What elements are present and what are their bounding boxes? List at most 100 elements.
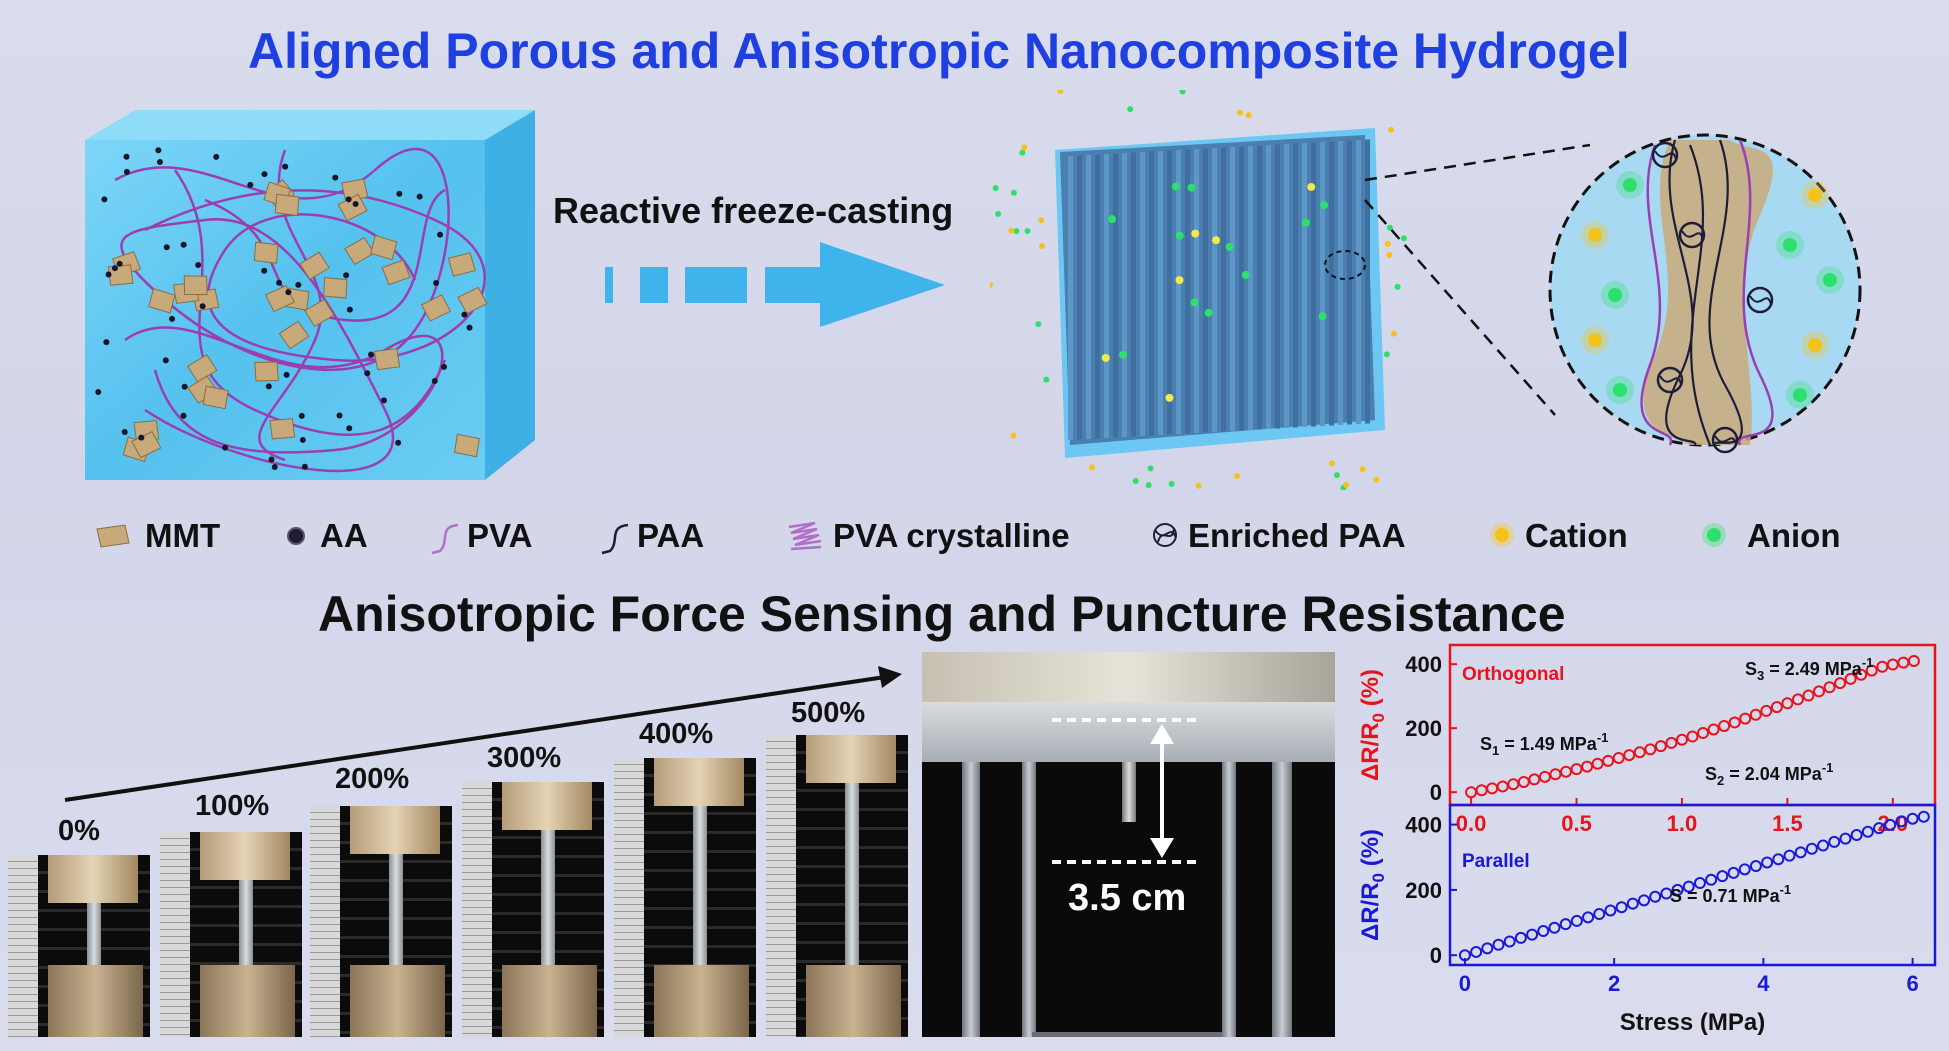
- data-point: [1716, 870, 1729, 883]
- data-point: [1675, 733, 1688, 746]
- series-label: Orthogonal: [1462, 664, 1564, 685]
- y-tick-label: 0: [1430, 780, 1442, 805]
- x-tick-label: 0: [1459, 971, 1471, 996]
- x-tick-label: 6: [1906, 971, 1918, 996]
- mmt-flake: [337, 193, 368, 222]
- data-point: [1582, 911, 1595, 924]
- data-point: [1517, 775, 1530, 788]
- aa-dot: [299, 436, 306, 443]
- pva-network: [114, 147, 486, 473]
- top-plate: [922, 702, 1335, 762]
- anion-dot: [995, 210, 1002, 217]
- data-point: [1850, 829, 1863, 842]
- series-label: Parallel: [1462, 851, 1530, 872]
- anion-dot: [1187, 183, 1196, 192]
- aa-dot: [352, 200, 359, 207]
- data-point: [1626, 897, 1639, 910]
- aligned-pore: [1248, 146, 1253, 430]
- mmt-flake: [373, 348, 401, 371]
- hydrogel-strip: [541, 830, 555, 965]
- strain-label: 200%: [335, 763, 410, 795]
- data-point: [1897, 656, 1910, 669]
- anion-dot: [1024, 228, 1031, 235]
- y-tick-label: 200: [1405, 878, 1442, 903]
- aa-dot: [332, 174, 339, 181]
- aligned-pore: [1104, 154, 1109, 438]
- aa-dot: [461, 311, 468, 318]
- aligned-pore: [1365, 139, 1370, 424]
- anion-dot: [1608, 288, 1622, 302]
- cation-dot: [1234, 472, 1241, 479]
- data-point: [1623, 749, 1636, 762]
- legend-label-paa: PAA: [637, 517, 705, 554]
- cation-dot: [1390, 330, 1397, 337]
- data-point: [1917, 810, 1930, 823]
- aa-dot: [95, 389, 102, 396]
- aligned-pore: [1275, 144, 1280, 429]
- data-point: [1671, 883, 1684, 896]
- data-point: [1855, 668, 1868, 681]
- plot-frame: [1448, 803, 1937, 967]
- puncture-test-photo: 3.5 cm: [922, 652, 1335, 1037]
- cation-dot: [1008, 227, 1015, 234]
- aa-dot: [343, 272, 350, 279]
- aa-dot: [181, 383, 188, 390]
- hydrogel-strip: [389, 854, 403, 965]
- sensitivity-annotation: S3 = 2.49 MPa-1: [1745, 655, 1873, 683]
- anion-dot: [1241, 270, 1250, 279]
- data-point: [1570, 914, 1583, 927]
- data-point: [1581, 760, 1594, 773]
- data-point: [1884, 818, 1897, 831]
- cation-dot: [1038, 217, 1045, 224]
- freeze-casting-arrow: [605, 242, 945, 327]
- aa-dot: [261, 171, 268, 178]
- aa-dot: [283, 371, 290, 378]
- aligned-pore: [1068, 156, 1073, 440]
- data-point: [1760, 704, 1773, 717]
- data-point: [1633, 746, 1646, 759]
- aligned-pore: [1266, 145, 1271, 429]
- data-point: [1693, 877, 1706, 890]
- strain-label: 0%: [58, 815, 100, 847]
- data-point: [1538, 770, 1551, 783]
- aa-dot: [195, 262, 202, 269]
- data-point: [1604, 904, 1617, 917]
- data-point: [1507, 778, 1520, 791]
- cation-dot: [1329, 460, 1336, 467]
- aligned-pore: [1221, 147, 1226, 432]
- cation-dot: [1588, 228, 1602, 242]
- anion-dot: [1320, 201, 1329, 210]
- data-point: [1660, 887, 1673, 900]
- x-tick-label: 4: [1757, 971, 1770, 996]
- puncture-needle: [1122, 762, 1136, 822]
- data-point: [1470, 945, 1483, 958]
- data-point: [1644, 743, 1657, 756]
- aa-dot: [180, 241, 187, 248]
- data-point: [1823, 681, 1836, 694]
- legend-label-pva-crystalline: PVA crystalline: [833, 517, 1070, 554]
- data-point: [1514, 931, 1527, 944]
- aa-dot: [213, 153, 220, 160]
- legend-label-enriched-paa: Enriched PAA: [1188, 517, 1406, 554]
- mmt-flake: [453, 433, 480, 458]
- aligned-pore: [1311, 142, 1316, 427]
- anion-dot: [1108, 215, 1117, 224]
- y-tick-label: 400: [1405, 652, 1442, 677]
- aligned-pore: [1149, 151, 1154, 436]
- mmt-flake: [457, 286, 488, 315]
- legend-label-cation: Cation: [1525, 517, 1628, 554]
- lower-grip: [350, 965, 445, 1037]
- anion-dot: [1204, 308, 1213, 317]
- cation-dot: [1359, 466, 1366, 473]
- anion-dot: [992, 185, 999, 192]
- aa-dot: [180, 412, 187, 419]
- y-tick-label: 0: [1430, 943, 1442, 968]
- enriched-paa-knot: [1651, 141, 1679, 169]
- cation-dot: [1021, 144, 1028, 151]
- aa-dot: [265, 383, 272, 390]
- anion-dot: [1119, 350, 1128, 359]
- mmt-flake: [370, 234, 398, 261]
- y-tick-label: 200: [1405, 716, 1442, 741]
- data-point: [1665, 736, 1678, 749]
